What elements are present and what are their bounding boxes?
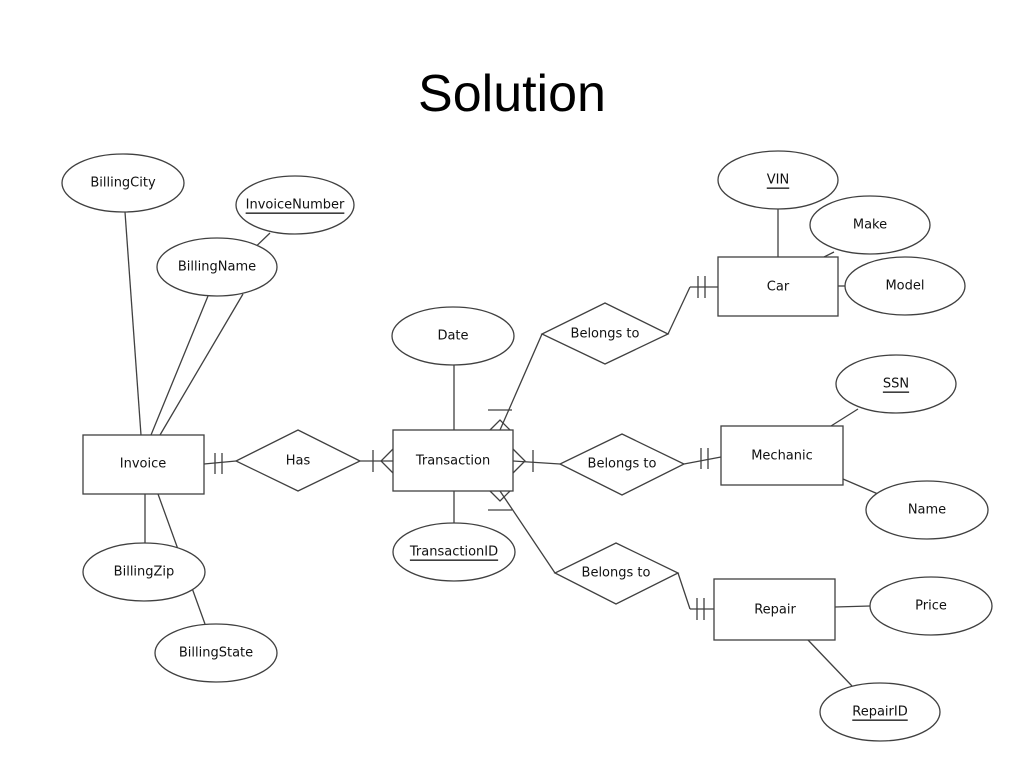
line-transaction-belongs-mechanic <box>512 460 561 465</box>
line-transaction-belongs-car <box>499 333 543 431</box>
entity-label: Repair <box>754 603 796 618</box>
relationship-belongs-to-car: Belongs to <box>540 302 670 365</box>
line-mechanic-ssn <box>830 408 859 427</box>
slide-title: Solution <box>418 65 606 123</box>
line-transaction-belongs-repair <box>499 490 556 574</box>
entity-label: Invoice <box>120 457 166 472</box>
attribute-price: Price <box>869 576 993 636</box>
entity-label: Mechanic <box>751 449 813 464</box>
entity-car: Car <box>717 256 839 317</box>
line-repair-repairid <box>807 639 853 687</box>
entity-repair: Repair <box>713 578 836 641</box>
attribute-label: BillingZip <box>114 565 175 580</box>
attribute-billing-city: BillingCity <box>61 153 185 213</box>
crowfoot-transaction-bottom <box>489 490 511 502</box>
attribute-date: Date <box>391 306 515 366</box>
relationship-has: Has <box>234 429 362 492</box>
attribute-key-label: VIN <box>767 173 789 188</box>
line-belongs-repair-mid <box>677 572 691 610</box>
attribute-invoice-number: InvoiceNumber <box>235 175 355 235</box>
attribute-label: BillingCity <box>90 176 156 191</box>
relationship-label: Belongs to <box>571 327 640 342</box>
attribute-key-label: InvoiceNumber <box>246 198 345 213</box>
attribute-key-label: TransactionID <box>409 545 498 560</box>
attribute-label: BillingName <box>178 260 256 275</box>
attribute-billing-name: BillingName <box>156 237 278 297</box>
attribute-billing-zip: BillingZip <box>82 542 206 602</box>
relationship-label: Belongs to <box>582 566 651 581</box>
entity-label: Car <box>767 280 790 295</box>
connectors <box>124 209 879 687</box>
attribute-vin: VIN <box>717 150 839 210</box>
line-invoice-billingname-b <box>159 293 244 436</box>
attribute-make: Make <box>809 195 931 255</box>
line-mechanic-name <box>842 478 879 495</box>
line-belongs-mechanic-end <box>683 456 722 465</box>
line-car-make <box>823 251 835 258</box>
relationship-belongs-to-mechanic: Belongs to <box>558 433 686 496</box>
attribute-transaction-id: TransactionID <box>392 522 516 582</box>
entity-label: Transaction <box>415 454 490 469</box>
attribute-label: Model <box>885 279 924 294</box>
attribute-repair-id: RepairID <box>819 682 941 742</box>
relationship-label: Has <box>286 454 311 469</box>
attribute-billing-state: BillingState <box>154 623 278 683</box>
crowfoot-transaction-right <box>512 448 526 474</box>
attribute-model: Model <box>844 256 966 316</box>
crowfoot-transaction-left <box>380 448 394 474</box>
entity-transaction: Transaction <box>392 429 514 492</box>
attribute-label: Make <box>853 218 887 233</box>
line-repair-price <box>834 605 871 608</box>
attribute-label: Name <box>908 503 946 518</box>
line-invoice-has <box>203 460 237 465</box>
attribute-key-label: SSN <box>883 377 909 392</box>
attribute-label: BillingState <box>179 646 253 661</box>
line-invoice-billingcity <box>124 211 142 436</box>
line-invoice-billingname-a <box>150 295 209 436</box>
entity-mechanic: Mechanic <box>720 425 844 486</box>
attribute-ssn: SSN <box>835 354 957 414</box>
relationship-belongs-to-repair: Belongs to <box>553 542 680 605</box>
crowfoot-transaction-top <box>489 419 511 431</box>
attribute-label: Price <box>915 599 947 614</box>
attribute-label: Date <box>437 329 468 344</box>
attribute-key-label: RepairID <box>852 705 907 720</box>
attribute-name: Name <box>865 480 989 540</box>
line-belongs-car-mid <box>667 286 691 335</box>
relationship-label: Belongs to <box>588 457 657 472</box>
entity-invoice: Invoice <box>82 434 205 495</box>
